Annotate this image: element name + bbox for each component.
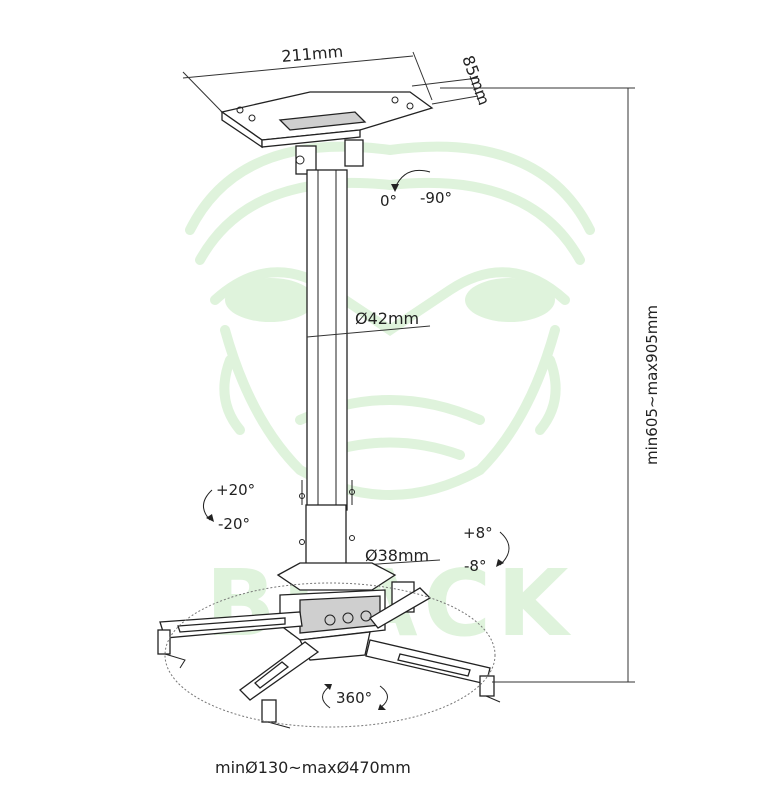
watermark-text: BLACK (206, 550, 575, 657)
rotation-top-start: 0° (380, 192, 397, 210)
rotation-spin: 360° (336, 689, 372, 707)
height-dimension: min605~max905mm (440, 87, 661, 683)
plate-width-label: 211mm (281, 42, 344, 66)
rotation-spin-indicator: 360° (322, 684, 388, 710)
tube-diameter-dimension: Ø42mm (306, 309, 431, 338)
arm-span-label: minØ130~maxØ470mm (215, 758, 411, 777)
rotation-swivel-down: -8° (464, 557, 486, 575)
ceiling-plate (220, 91, 434, 175)
upper-tube (306, 169, 348, 511)
rotation-tilt-up: +20° (216, 481, 255, 499)
rotation-tilt-indicator: +20° -20° (203, 481, 255, 533)
plate-depth-label: 85mm (458, 53, 493, 108)
rotation-tilt-down: -20° (218, 515, 250, 533)
rotation-swivel-up: +8° (463, 524, 493, 542)
tribal-mask-icon (185, 141, 595, 500)
rotation-top-indicator: 0° -90° (380, 169, 452, 210)
tube-diameter-label: Ø42mm (355, 309, 419, 328)
mount-arms (157, 587, 501, 729)
rotation-top-end: -90° (420, 189, 452, 207)
tilt-head (276, 562, 415, 661)
watermark: BLACK (185, 141, 595, 657)
height-range-label: min605~max905mm (643, 305, 661, 465)
lower-tube-diameter-label: Ø38mm (365, 546, 429, 565)
arm-span-ellipse (164, 582, 496, 728)
rotation-swivel-indicator: +8° -8° (463, 524, 510, 575)
